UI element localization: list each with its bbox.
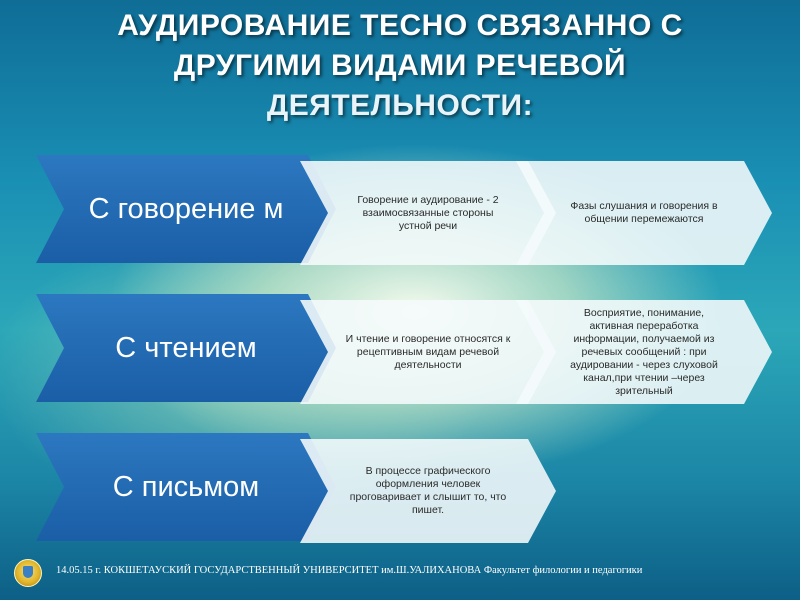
sub-text-speaking-1: Говорение и аудирование - 2 взаимосвязан…	[357, 193, 499, 232]
title-line-3: ДЕЯТЕЛЬНОСТИ:	[266, 89, 534, 122]
title-line-1: АУДИРОВАНИЕ ТЕСНО СВЯЗАННО С	[117, 9, 683, 42]
slide-title: АУДИРОВАНИЕ ТЕСНО СВЯЗАННО С ДРУГИМИ ВИД…	[0, 6, 800, 126]
sub-text-speaking-2: Фазы слушания и говорения в общении пере…	[570, 200, 718, 225]
sub-text-writing-1: В процессе графического оформления челов…	[349, 465, 507, 516]
main-label-reading: С чтением	[115, 332, 257, 364]
main-label-speaking: С говорение м	[88, 193, 284, 225]
sub-chevron-speaking-1: Говорение и аудирование - 2 взаимосвязан…	[300, 161, 556, 265]
title-line-2: ДРУГИМИ ВИДАМИ РЕЧЕВОЙ	[173, 49, 627, 82]
main-chevron-speaking: С говорение м	[36, 155, 336, 263]
main-chevron-reading: С чтением	[36, 294, 336, 402]
row-speaking: С говорение м Говорение и аудирование - …	[0, 155, 800, 265]
main-label-writing: С письмом	[112, 471, 260, 503]
sub-text-reading-1: И чтение и говорение относятся к рецепти…	[345, 332, 511, 371]
sub-text-reading-2: Восприятие, понимание, активная перерабо…	[570, 306, 718, 397]
footer-text: 14.05.15 г. КОКШЕТАУСКИЙ ГОСУДАРСТВЕННЫЙ…	[56, 565, 643, 576]
row-writing: С письмом В процессе графического оформл…	[0, 433, 800, 543]
row-reading: С чтением И чтение и говорение относятся…	[0, 294, 800, 404]
sub-chevron-writing-1: В процессе графического оформления челов…	[300, 439, 556, 543]
main-chevron-writing: С письмом	[36, 433, 336, 541]
sub-chevron-speaking-2: Фазы слушания и говорения в общении пере…	[516, 161, 772, 265]
university-emblem-icon	[14, 559, 42, 587]
sub-chevron-reading-1: И чтение и говорение относятся к рецепти…	[300, 300, 556, 404]
sub-chevron-reading-2: Восприятие, понимание, активная перерабо…	[516, 300, 772, 404]
